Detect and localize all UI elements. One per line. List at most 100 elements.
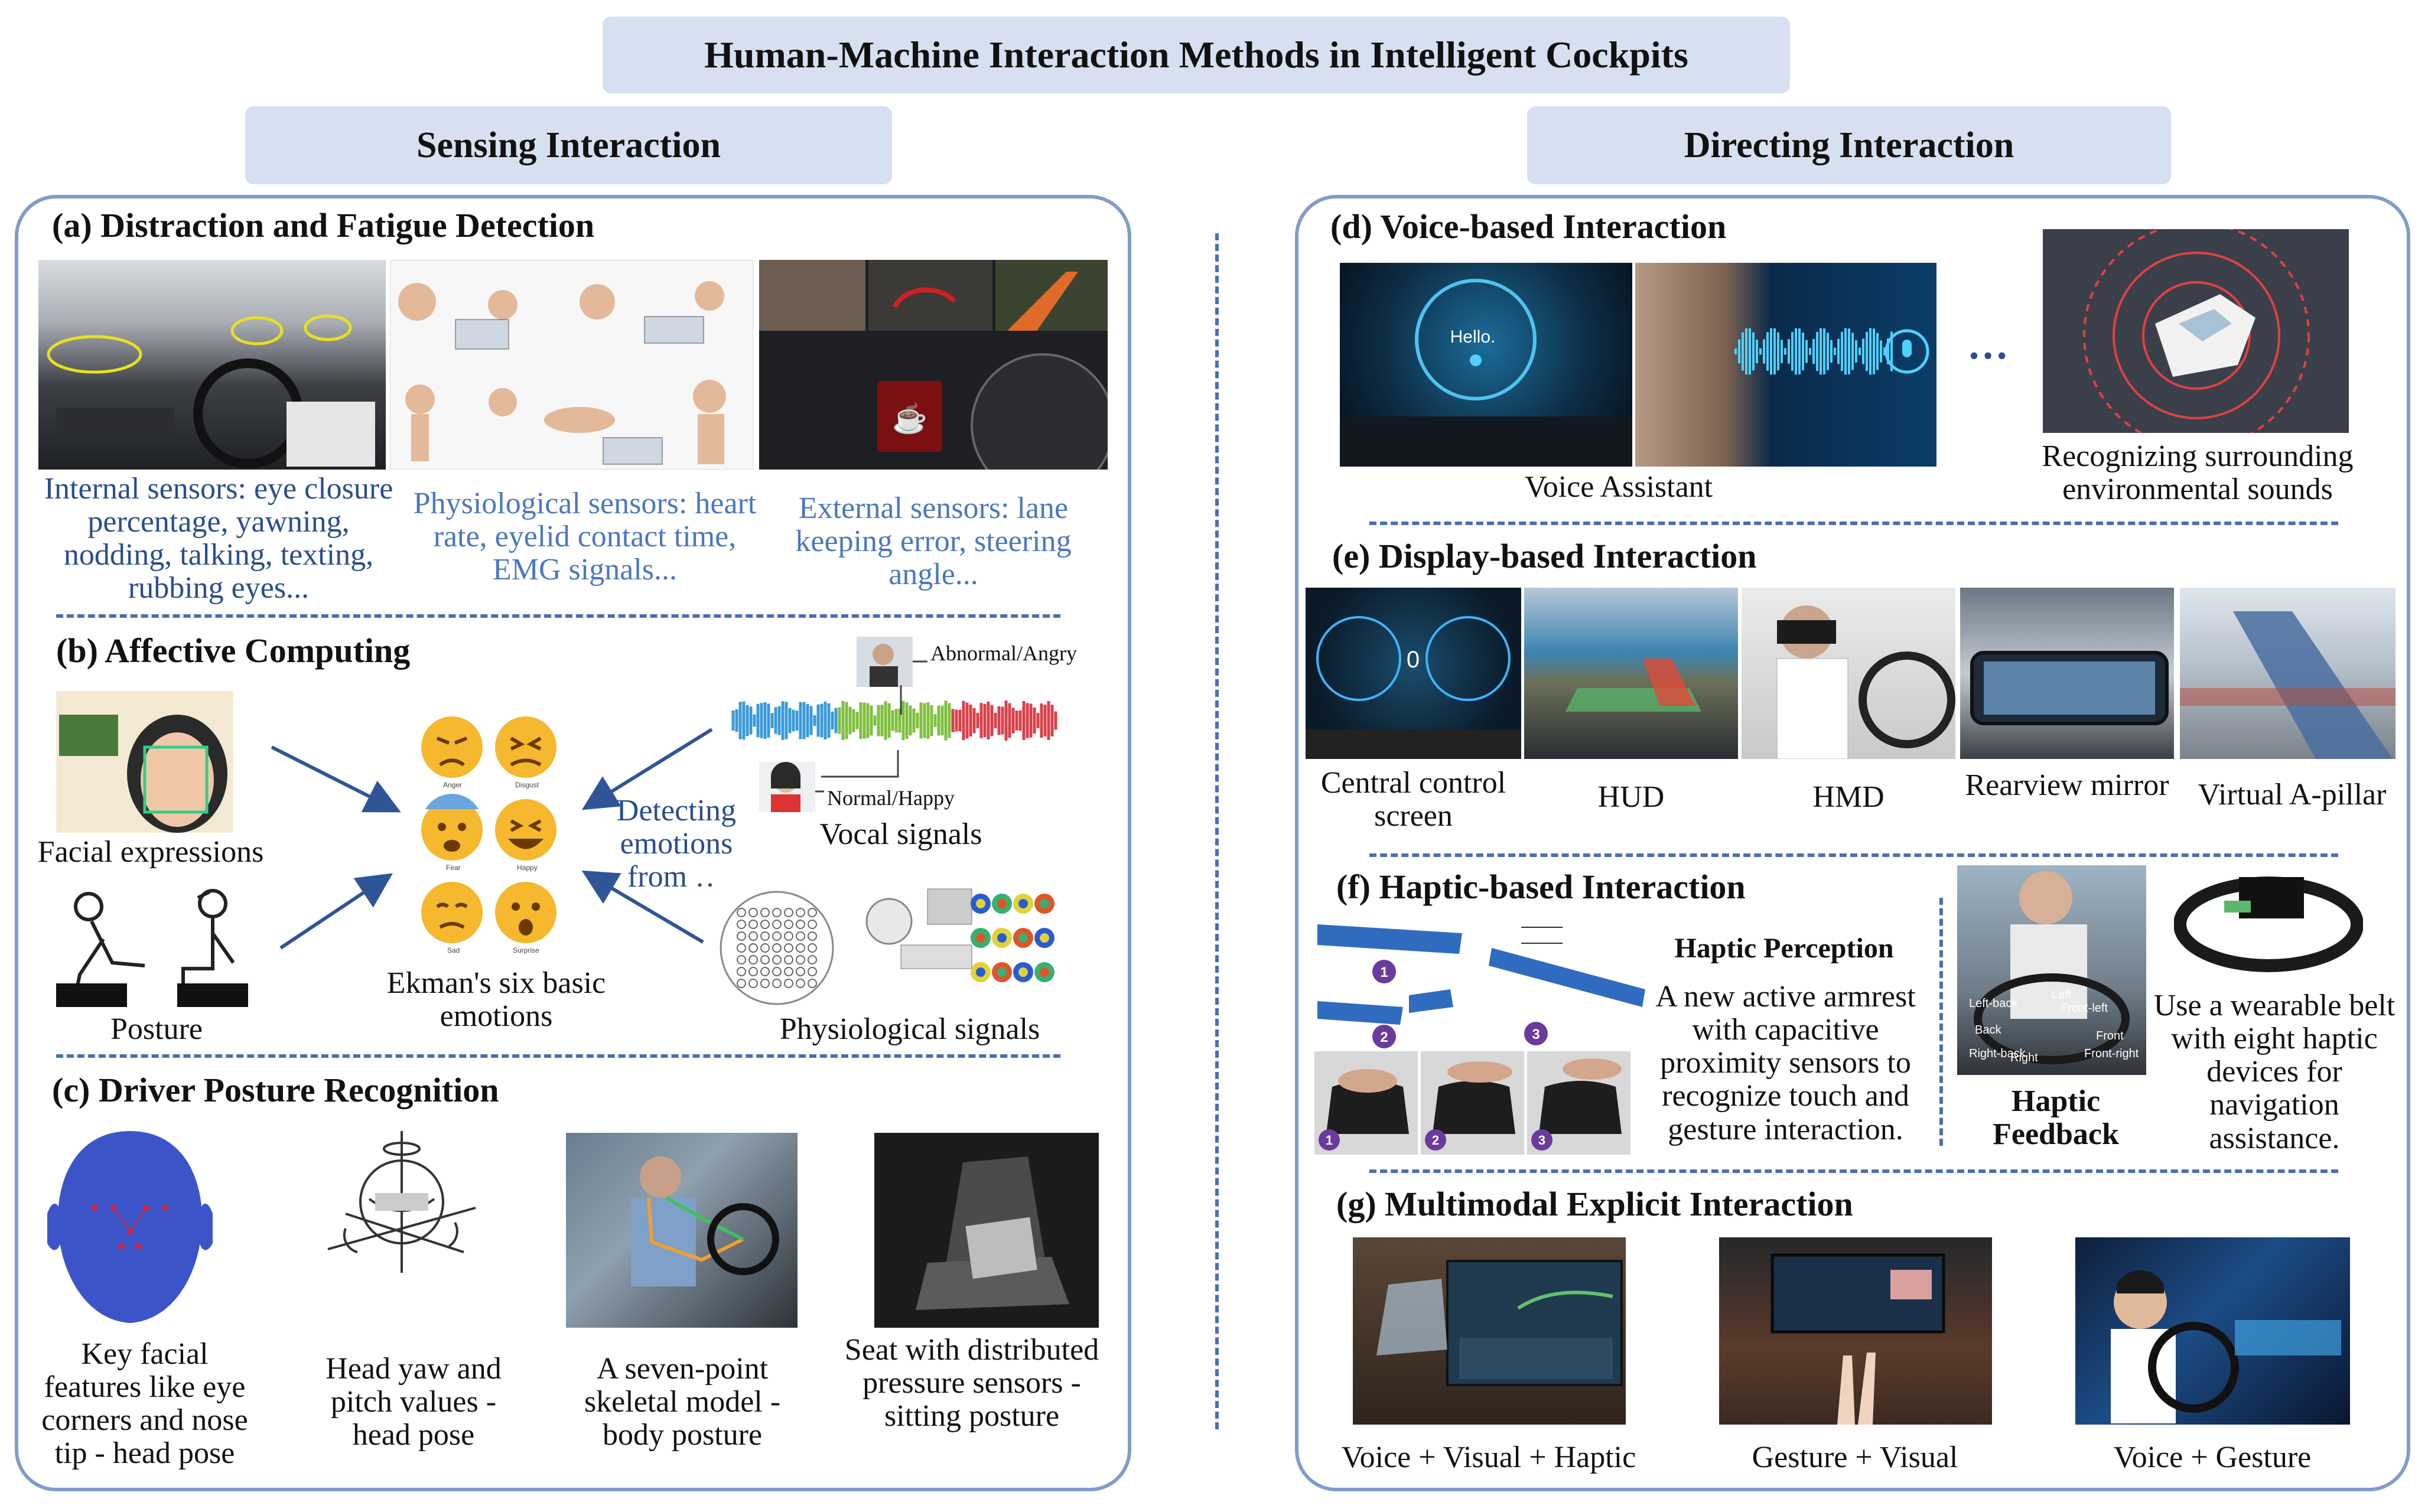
sad-emoji-icon — [421, 882, 483, 943]
surprise-emoji-icon — [495, 882, 556, 943]
face-mesh-image — [47, 1125, 213, 1326]
display-label-hmd: HMD — [1812, 780, 1885, 814]
hmd-photo — [1742, 588, 1955, 759]
eeg-electrode — [737, 979, 746, 988]
car-interior-photo — [38, 260, 386, 470]
haptic-belt-caption: Use a wearable belt with eight haptic de… — [2153, 989, 2396, 1155]
svg-text:☕: ☕ — [892, 402, 927, 435]
section-f-title: (f) Haptic-based Interaction — [1336, 868, 1746, 906]
abnormal-angry-label: Abnormal/Angry — [930, 641, 1077, 665]
eeg-electrode — [808, 920, 817, 929]
divider-e-f — [1369, 853, 2338, 857]
eeg-electrode — [772, 967, 782, 976]
speaker-happy-photo — [759, 762, 815, 812]
haptic-perception-title: Haptic Perception — [1674, 933, 1894, 964]
eeg-electrode — [796, 979, 805, 988]
svg-text:Left-back: Left-back — [1969, 997, 2018, 1010]
skeletal-model-photo — [566, 1133, 798, 1328]
divider-b-c — [56, 1054, 1060, 1058]
vocal-waveform — [731, 700, 1057, 741]
divider-f-g — [1369, 1169, 2338, 1173]
svg-text:1: 1 — [1380, 964, 1388, 980]
posture-photo — [56, 880, 254, 1007]
physiological-sensors-photo — [390, 260, 753, 470]
external-sensors-photo: ☕ — [759, 260, 1108, 470]
section-c-title: (c) Driver Posture Recognition — [52, 1071, 499, 1109]
anger-emoji-icon — [421, 716, 483, 778]
emotion-label-sad: Sad — [447, 946, 460, 954]
eeg-heatmap-core — [976, 933, 985, 943]
eeg-electrode — [796, 967, 805, 976]
armrest-photo-2: 2 — [1421, 1051, 1524, 1155]
eeg-electrode — [737, 967, 746, 976]
haptic-perception-text: A new active armrest with capacitive pro… — [1655, 980, 1916, 1146]
hud-photo — [1524, 588, 1738, 759]
main-title-text: Human-Machine Interaction Methods in Int… — [704, 34, 1688, 76]
vocal-signals-label: Vocal signals — [819, 817, 982, 851]
haptic-feedback-title: Haptic Feedback — [1993, 1084, 2119, 1152]
eeg-electrode — [808, 943, 817, 953]
voice-speaking-photo — [1635, 263, 1936, 467]
divider-d-e — [1369, 522, 2338, 525]
facial-expressions-label: Facial expressions — [37, 835, 264, 869]
voice-assistant-screen-photo: Hello. — [1340, 263, 1632, 467]
physiological-signals-label: Physiological signals — [779, 1012, 1040, 1046]
svg-text:Front-right: Front-right — [2084, 1047, 2139, 1060]
eeg-electrode — [808, 908, 817, 917]
eeg-electrode — [760, 931, 770, 941]
eeg-electrode — [737, 955, 746, 964]
display-label-hud: HUD — [1597, 780, 1665, 814]
directing-header: Directing Interaction — [1527, 106, 2171, 184]
skeletal-model-caption: A seven-point skeletal model - body post… — [584, 1352, 781, 1452]
eeg-electrode — [760, 979, 770, 988]
svg-text:Hello.: Hello. — [1450, 327, 1496, 347]
emotion-label-happy: Happy — [517, 863, 538, 872]
directing-header-text: Directing Interaction — [1684, 125, 2014, 165]
eeg-electrode — [760, 955, 770, 964]
eeg-electrode — [808, 979, 817, 988]
pressure-seat-photo — [874, 1133, 1099, 1328]
center-divider — [1215, 233, 1219, 1429]
eeg-electrode — [760, 967, 770, 976]
facial-features-caption: Key facial features like eye corners and… — [41, 1337, 248, 1471]
central-screen-photo: 0 — [1306, 588, 1521, 759]
eeg-electrode — [808, 967, 817, 976]
section-e-title: (e) Display-based Interaction — [1332, 537, 1757, 575]
display-label-rearview: Rearview mirror — [1965, 768, 2169, 802]
armrest-photo-3: 3 — [1527, 1051, 1630, 1155]
divider-haptic — [1939, 898, 1943, 1146]
display-label-a-pillar: Virtual A-pillar — [2198, 778, 2387, 812]
eeg-electrode — [748, 967, 758, 976]
section-a-title: (a) Distraction and Fatigue Detection — [52, 206, 595, 245]
rearview-mirror-photo — [1960, 588, 2174, 759]
eeg-electrode — [796, 908, 805, 917]
eeg-heatmap-core — [1018, 967, 1028, 977]
voice-gesture-photo — [2075, 1237, 2350, 1425]
eeg-electrode — [784, 943, 793, 953]
head-axes-diagram — [310, 1125, 493, 1279]
multimodal-label-2: Gesture + Visual — [1752, 1441, 1958, 1474]
sensing-header: Sensing Interaction — [245, 106, 892, 184]
svg-text:1: 1 — [1326, 1133, 1333, 1148]
eeg-electrode — [772, 943, 782, 953]
eeg-electrode — [808, 955, 817, 964]
eeg-electrode — [760, 943, 770, 953]
eeg-electrode — [748, 943, 758, 953]
multimodal-label-3: Voice + Gesture — [2113, 1441, 2312, 1474]
eeg-heatmap-core — [1018, 899, 1028, 908]
internal-sensors-caption: Internal sensors: eye closure percentage… — [44, 472, 393, 605]
eeg-electrode — [784, 920, 793, 929]
section-g-title: (g) Multimodal Explicit Interaction — [1336, 1185, 1853, 1223]
affective-arrows — [271, 728, 713, 950]
voice-visual-haptic-photo — [1353, 1237, 1626, 1425]
main-title: Human-Machine Interaction Methods in Int… — [603, 17, 1790, 93]
emotions-grid — [421, 716, 556, 943]
happy-emoji-icon — [495, 799, 556, 861]
ekman-label: Ekman's six basic emotions — [386, 966, 606, 1034]
eeg-heatmap-core — [1040, 899, 1049, 908]
head-yaw-caption: Head yaw and pitch values - head pose — [326, 1352, 502, 1452]
emotion-label-anger: Anger — [443, 781, 463, 789]
pressure-seat-caption: Seat with distributed pressure sensors -… — [844, 1333, 1099, 1433]
